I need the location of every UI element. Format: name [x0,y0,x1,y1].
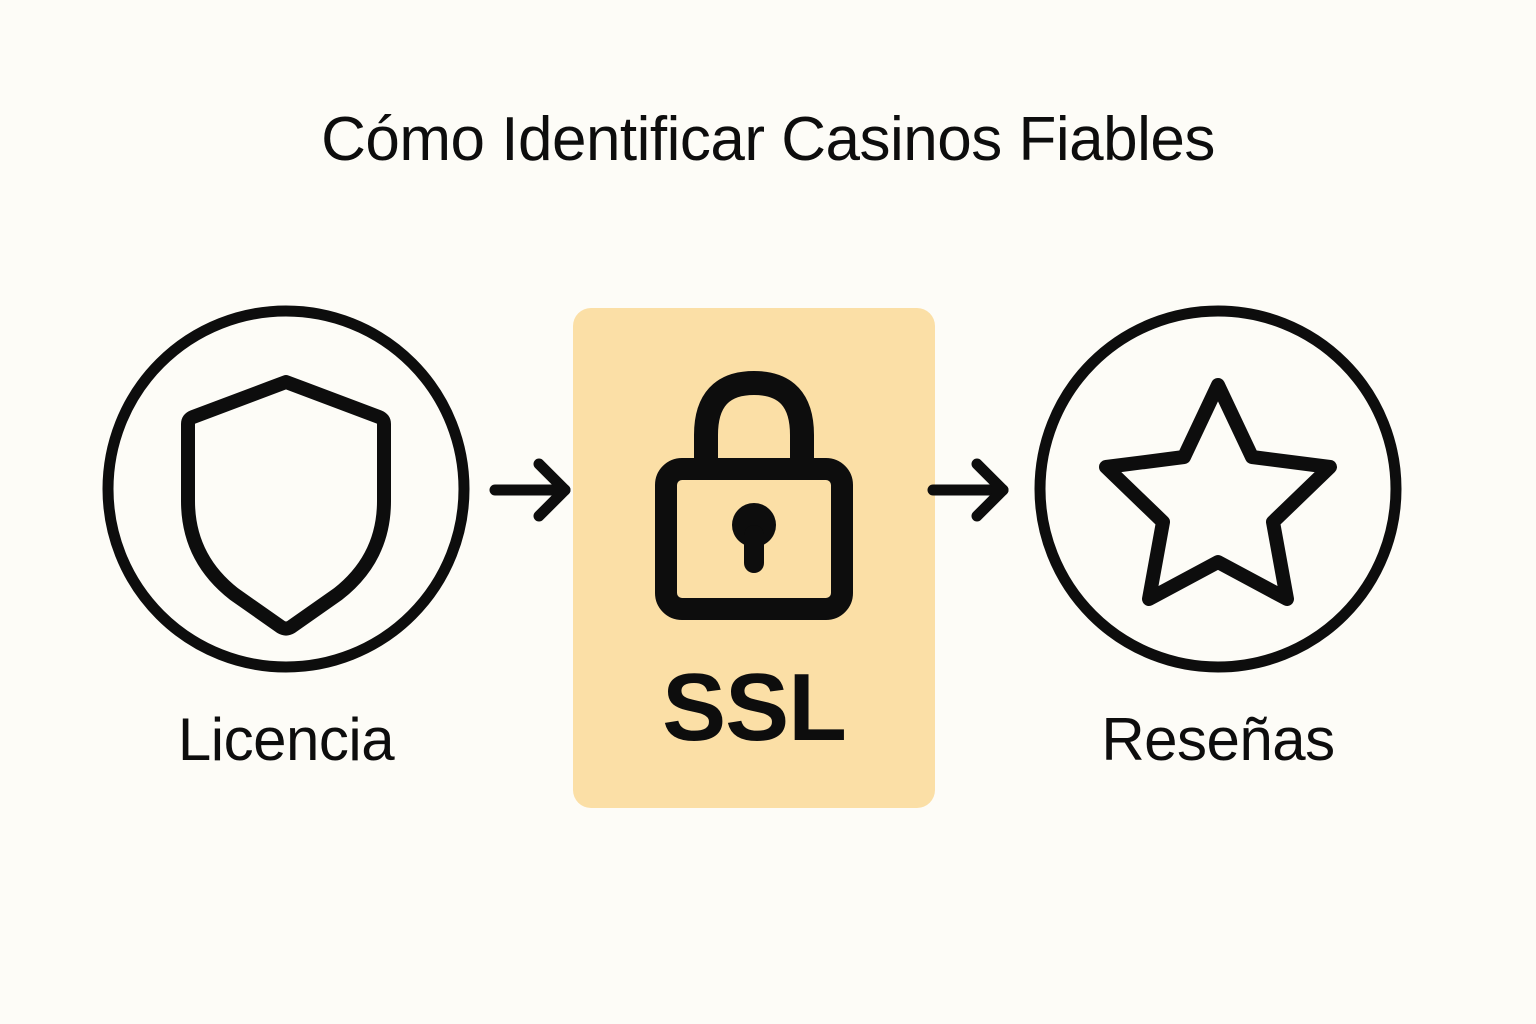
flow-step-resenas[interactable]: Reseñas [1034,305,1402,773]
flow-diagram: Licencia [0,290,1536,830]
flow-step-label-licencia: Licencia [177,706,395,773]
star-icon [1099,378,1337,606]
shield-icon [181,375,391,636]
flow-step-label-ssl: SSL [662,654,847,761]
flow-step-label-resenas: Reseñas [1101,706,1335,773]
flow-step-ssl[interactable]: SSL [573,308,935,808]
circle-outline [1034,305,1402,673]
padlock-icon [654,363,854,620]
flow-step-licencia[interactable]: Licencia [102,305,470,773]
page-title: Cómo Identificar Casinos Fiables [321,105,1215,174]
circle-outline [102,305,470,673]
arrow-right-icon-2 [925,450,1015,530]
arrow-right-icon-1 [487,450,577,530]
